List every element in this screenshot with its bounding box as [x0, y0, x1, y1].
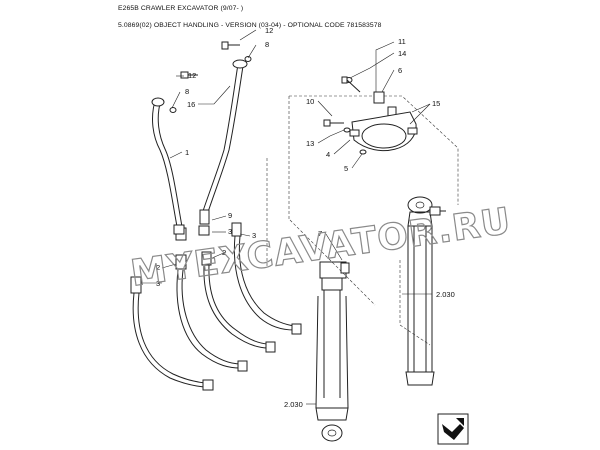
page-title: E265B CRAWLER EXCAVATOR (9/07- ) — [118, 5, 244, 12]
callout-16: 16 — [187, 100, 195, 109]
callout-11: 11 — [398, 37, 406, 46]
callout-3: 3 — [228, 227, 232, 236]
hydraulic-cylinder-left — [315, 261, 350, 442]
watermark: MYEXCAVATOR.RU — [128, 201, 513, 295]
clamp-assembly — [323, 76, 418, 155]
callout-2: 2 — [222, 248, 226, 257]
callout-1: 1 — [185, 148, 189, 157]
reference-2030: 2.030 — [436, 290, 455, 299]
callout-2: 2 — [156, 263, 160, 272]
callout-3: 3 — [156, 279, 160, 288]
reference-2030: 2.030 — [284, 400, 303, 409]
hose-c — [203, 264, 276, 353]
fittings — [130, 222, 242, 294]
hydraulic-cylinder-right — [405, 196, 446, 386]
o-ring-8a — [244, 56, 252, 62]
callout-4: 4 — [326, 150, 330, 159]
callout-3: 3 — [252, 231, 256, 240]
callout-7: 7 — [318, 229, 322, 238]
callout-8: 8 — [265, 40, 269, 49]
page-subtitle: 5.0869(02) OBJECT HANDLING - VERSION (03… — [118, 22, 382, 29]
hose-d — [233, 235, 302, 335]
next-page-arrow-icon[interactable] — [437, 413, 469, 445]
callout-10: 10 — [306, 97, 314, 106]
callout-9: 9 — [228, 211, 232, 220]
bolt-12 — [221, 41, 240, 50]
callout-14: 14 — [398, 49, 406, 58]
callout-13: 13 — [306, 139, 314, 148]
callout-12: 12 — [265, 26, 273, 35]
callout-15: 15 — [432, 99, 440, 108]
hose-b — [176, 269, 248, 372]
bolt-12b — [180, 71, 198, 79]
rigid-pipe-1 — [151, 97, 187, 241]
hose-a — [132, 292, 214, 391]
leader-lines — [142, 29, 432, 405]
callout-6: 6 — [398, 66, 402, 75]
o-ring-8b — [169, 107, 177, 113]
callout-8: 8 — [185, 87, 189, 96]
callout-labels: 12 8 12 8 16 1 9 3 3 2 2 3 11 14 6 10 15… — [156, 26, 440, 288]
guide-lines — [266, 95, 459, 346]
callout-5: 5 — [344, 164, 348, 173]
callout-12: 12 — [188, 71, 196, 80]
rigid-pipe-16 — [199, 59, 248, 225]
